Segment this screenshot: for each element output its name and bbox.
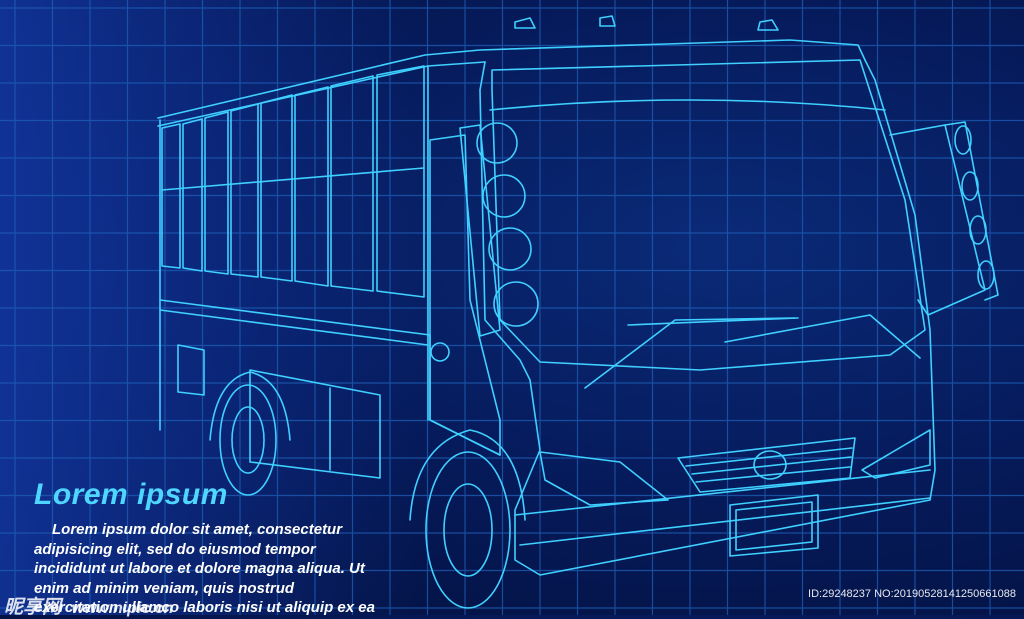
paragraph-line: Lorem ipsum dolor sit amet, consectetur: [52, 521, 343, 538]
paragraph-line: adipisicing elit, sed do eiusmod tempor: [34, 540, 316, 558]
paragraph-line: enim ad minim veniam, quis nostrud: [34, 579, 295, 597]
heading-title: Lorem ipsum: [34, 478, 228, 511]
side-windows: [161, 65, 425, 298]
windshield: [491, 59, 926, 371]
paragraph-line: exercitation ullamco laboris nisi ut ali…: [34, 599, 375, 616]
front-grille: [677, 437, 856, 493]
watermark-id: ID:29248237 NO:20190528141250661088: [808, 588, 1016, 600]
headlight-left: [539, 451, 669, 506]
headlight-right: [861, 429, 931, 479]
watermark-logo-text: 昵享网: [4, 597, 62, 618]
bus-front: [479, 59, 936, 576]
front-bumper: [514, 469, 931, 516]
paragraph-line: incididunt ut labore et dolore magna ali…: [34, 560, 365, 577]
rear-wheel: [209, 371, 291, 496]
bus-door: [429, 134, 501, 456]
front-light-stack: [459, 122, 539, 337]
bus-roof: [157, 39, 866, 119]
license-plate: [729, 494, 819, 557]
wiper-right: [724, 314, 921, 359]
wiper-left: [584, 317, 796, 389]
watermark-url: www.nipic.cn: [71, 600, 174, 617]
front-wheel: [409, 429, 526, 609]
paragraph-text: Lorem ipsum dolor sit amet, consectetur …: [34, 520, 434, 618]
side-mirror: [889, 121, 999, 316]
bus-outline: [157, 15, 999, 609]
watermark-logo: 昵享网 www.nipic.cn: [4, 592, 173, 619]
